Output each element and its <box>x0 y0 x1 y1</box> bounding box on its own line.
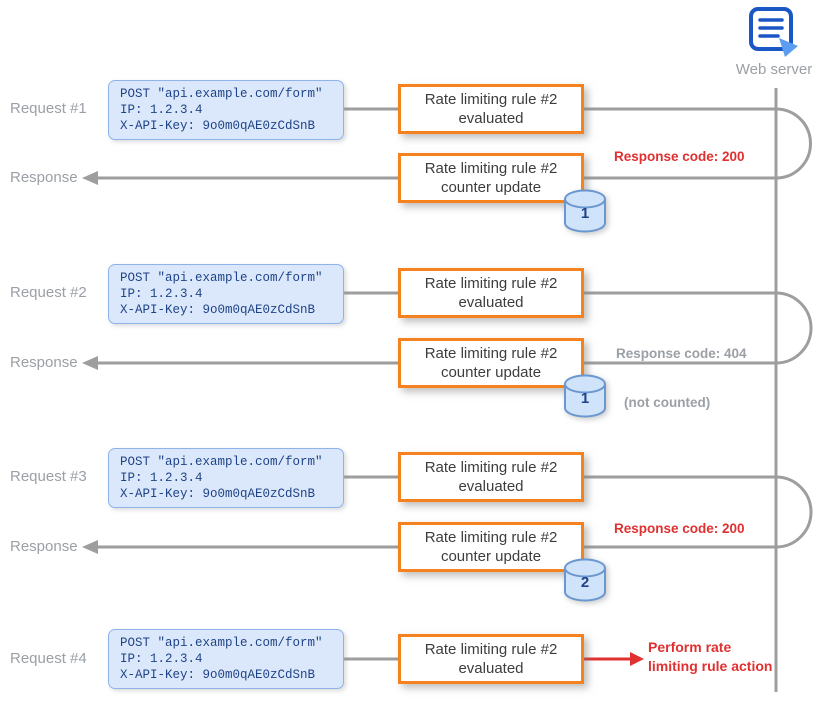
counter-update-label: Rate limiting rule #2 counter update <box>424 345 558 381</box>
response3-arrowhead <box>82 540 98 554</box>
counter-update-label: Rate limiting rule #2 counter update <box>424 160 558 196</box>
lane-label-request2: Request #2 <box>10 284 87 301</box>
request-method-line: POST "api.example.com/form" <box>120 636 323 650</box>
counter-update-label: Rate limiting rule #2 counter update <box>424 529 558 565</box>
request1-payload-box: POST "api.example.com/form" IP: 1.2.3.4 … <box>108 80 344 140</box>
rule-evaluated-label: Rate limiting rule #2 evaluated <box>424 91 558 127</box>
lifeline-loop-3 <box>775 475 813 549</box>
request-ip-line: IP: 1.2.3.4 <box>120 471 203 485</box>
response1-status-note: Response code: 200 <box>614 149 745 164</box>
rule-evaluated-box-2: Rate limiting rule #2 evaluated <box>398 268 584 318</box>
response1-arrowhead <box>82 171 98 185</box>
lane-label-response1: Response <box>10 169 78 186</box>
lane-label-request3: Request #3 <box>10 468 87 485</box>
database-icon <box>564 374 606 418</box>
rule-evaluated-box-3: Rate limiting rule #2 evaluated <box>398 452 584 502</box>
response2-notcounted-note: (not counted) <box>624 395 711 410</box>
rate-limit-action-line1: Perform rate <box>648 639 732 655</box>
response2-arrowhead <box>82 356 98 370</box>
request-method-line: POST "api.example.com/form" <box>120 271 323 285</box>
request-ip-line: IP: 1.2.3.4 <box>120 287 203 301</box>
lane-label-request4: Request #4 <box>10 650 87 667</box>
counter-update-box-2: Rate limiting rule #2 counter update <box>398 338 584 388</box>
request-apikey-line: X-API-Key: 9o0m0qAE0zCdSnB <box>120 487 316 501</box>
counter-update-box-1: Rate limiting rule #2 counter update <box>398 153 584 203</box>
rate-limit-action-line2: limiting rule action <box>648 658 773 674</box>
lifeline-loop-2 <box>775 291 813 365</box>
lane-label-response2: Response <box>10 354 78 371</box>
rule-evaluated-label: Rate limiting rule #2 evaluated <box>424 641 558 677</box>
rate-limit-action-note: Perform rate limiting rule action <box>648 638 772 676</box>
counter-db-3: 2 <box>562 557 608 603</box>
lifeline-loop-1 <box>775 107 812 180</box>
lane-label-request1: Request #1 <box>10 100 87 117</box>
request-apikey-line: X-API-Key: 9o0m0qAE0zCdSnB <box>120 119 316 133</box>
database-icon <box>564 189 606 233</box>
counter-db-2: 1 <box>562 373 608 419</box>
request-method-line: POST "api.example.com/form" <box>120 455 323 469</box>
request-ip-line: IP: 1.2.3.4 <box>120 652 203 666</box>
request-ip-line: IP: 1.2.3.4 <box>120 103 203 117</box>
counter-value-2: 1 <box>580 390 590 407</box>
database-icon <box>564 558 606 602</box>
counter-db-1: 1 <box>562 188 608 234</box>
counter-update-box-3: Rate limiting rule #2 counter update <box>398 522 584 572</box>
request4-payload-box: POST "api.example.com/form" IP: 1.2.3.4 … <box>108 629 344 689</box>
request3-payload-box: POST "api.example.com/form" IP: 1.2.3.4 … <box>108 448 344 508</box>
request2-payload-box: POST "api.example.com/form" IP: 1.2.3.4 … <box>108 264 344 324</box>
counter-value-1: 1 <box>580 205 590 222</box>
rule-evaluated-label: Rate limiting rule #2 evaluated <box>424 459 558 495</box>
request-apikey-line: X-API-Key: 9o0m0qAE0zCdSnB <box>120 668 316 682</box>
web-server-icon <box>748 6 800 58</box>
request-apikey-line: X-API-Key: 9o0m0qAE0zCdSnB <box>120 303 316 317</box>
mitigation-arrowhead <box>630 652 644 666</box>
request-method-line: POST "api.example.com/form" <box>120 87 323 101</box>
response3-status-note: Response code: 200 <box>614 521 745 536</box>
rule-evaluated-box-1: Rate limiting rule #2 evaluated <box>398 84 584 134</box>
lane-label-response3: Response <box>10 538 78 555</box>
web-server-label: Web server <box>735 61 813 78</box>
response2-status-note: Response code: 404 <box>616 346 747 361</box>
rule-evaluated-box-4: Rate limiting rule #2 evaluated <box>398 634 584 684</box>
counter-value-3: 2 <box>580 574 590 591</box>
rule-evaluated-label: Rate limiting rule #2 evaluated <box>424 275 558 311</box>
